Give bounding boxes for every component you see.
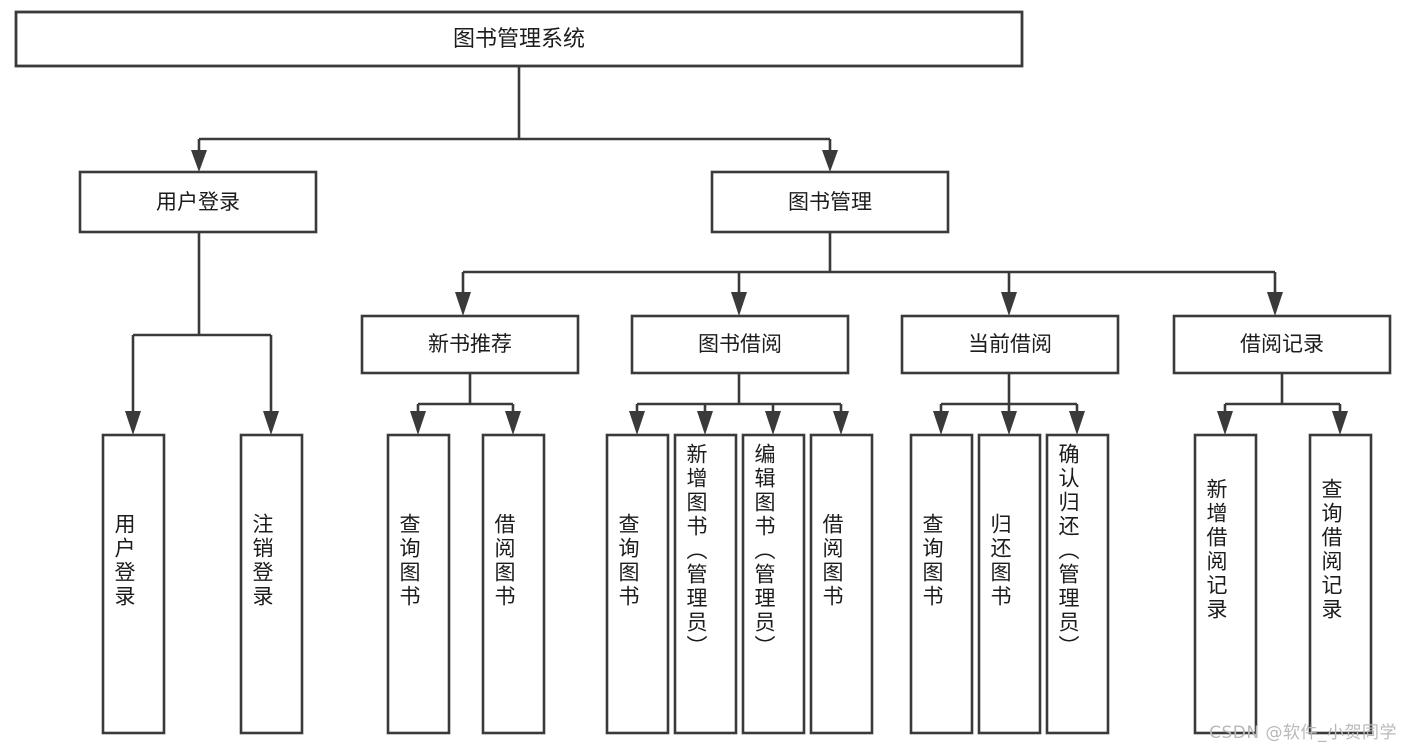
leaf-add-book-box[interactable] (673, 433, 738, 735)
connector-layer (125, 66, 1348, 435)
arrowhead-leaf-query-book-1 (410, 411, 426, 435)
arrowhead-leaf-confirm-return (1069, 411, 1085, 435)
node-user-login-label: 用户登录 (156, 190, 240, 214)
leaf-query-book-2-box[interactable] (605, 433, 670, 735)
csdn-watermark: CSDN @软件_小贺同学 (1209, 723, 1397, 743)
leaf-add-record-box[interactable] (1193, 433, 1258, 735)
node-new-book-recommend-label: 新书推荐 (428, 332, 512, 356)
leaf-borrow-book-2-box[interactable] (809, 433, 874, 735)
leaf-confirm-return-box[interactable] (1045, 433, 1110, 735)
node-new-book-recommend-box[interactable] (360, 314, 580, 375)
leaf-edit-book-box[interactable] (741, 433, 806, 735)
arrowhead-leaf-add-book (697, 411, 713, 435)
arrowhead-leaf-return-book (1001, 411, 1017, 435)
node-user-login[interactable]: 用户登录 (78, 170, 318, 234)
arrowhead-leaf-add-record (1217, 411, 1233, 435)
node-book-manage[interactable]: 图书管理 (710, 170, 950, 234)
arrowhead-leaf-query-book-3 (933, 411, 949, 435)
node-root-label: 图书管理系统 (453, 27, 585, 52)
node-book-borrow[interactable]: 图书借阅 (630, 314, 850, 375)
node-current-borrow-box[interactable] (900, 314, 1120, 375)
arrowhead-borrow-record (1267, 292, 1283, 316)
node-root-box[interactable] (14, 10, 1024, 68)
arrowhead-leaf-user-login (125, 411, 141, 435)
arrowhead-user-login (191, 150, 207, 172)
node-current-borrow-label: 当前借阅 (968, 332, 1052, 356)
arrowhead-book-borrow (731, 292, 747, 316)
leaf-borrow-book-1-box[interactable] (481, 433, 546, 735)
leaf-logout-box[interactable] (239, 433, 304, 735)
node-user-login-box[interactable] (78, 170, 318, 234)
arrowhead-leaf-query-book-2 (629, 411, 645, 435)
arrowhead-leaf-borrow-book-1 (505, 411, 521, 435)
node-root[interactable]: 图书管理系统 (14, 10, 1024, 68)
leaf-box-layer[interactable] (101, 433, 1373, 735)
node-book-borrow-box[interactable] (630, 314, 850, 375)
node-book-borrow-label: 图书借阅 (698, 332, 782, 356)
arrowhead-leaf-edit-book (765, 411, 781, 435)
node-current-borrow[interactable]: 当前借阅 (900, 314, 1120, 375)
leaf-user-login-box[interactable] (101, 433, 166, 735)
leaf-query-record-box[interactable] (1308, 433, 1373, 735)
node-borrow-record-label: 借阅记录 (1240, 332, 1324, 356)
arrowhead-leaf-borrow-book-2 (833, 411, 849, 435)
leaf-query-book-3-box[interactable] (909, 433, 974, 735)
leaf-return-book-box[interactable] (977, 433, 1042, 735)
node-borrow-record[interactable]: 借阅记录 (1172, 314, 1392, 375)
node-book-manage-box[interactable] (710, 170, 950, 234)
node-borrow-record-box[interactable] (1172, 314, 1392, 375)
arrowhead-leaf-logout (263, 411, 279, 435)
node-new-book-recommend[interactable]: 新书推荐 (360, 314, 580, 375)
arrowhead-current-borrow (1001, 292, 1017, 316)
leaf-query-book-1-box[interactable] (386, 433, 451, 735)
arrowhead-leaf-query-record (1332, 411, 1348, 435)
arrowhead-book-manage (822, 150, 838, 172)
arrowhead-new-book-recommend (455, 292, 471, 316)
node-book-manage-label: 图书管理 (788, 190, 872, 214)
